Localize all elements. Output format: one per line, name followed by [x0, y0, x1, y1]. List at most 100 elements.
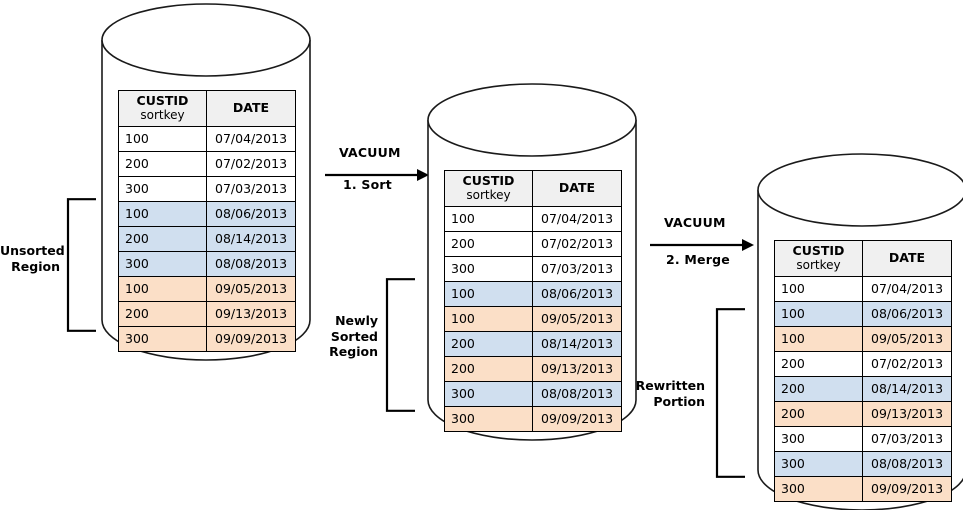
custid-label: CUSTID — [792, 243, 845, 259]
cell-custid: 100 — [444, 206, 533, 232]
cell-custid: 200 — [118, 151, 207, 177]
cell-date: 08/08/2013 — [532, 381, 622, 407]
custid-sortkey-label: sortkey — [140, 107, 185, 122]
bracket-shape-newly-sorted — [385, 278, 415, 412]
cell-date: 09/13/2013 — [862, 401, 952, 427]
bracket-shape-unsorted — [66, 198, 96, 332]
cell-date: 08/14/2013 — [532, 331, 622, 357]
cell-custid: 100 — [118, 276, 207, 302]
arrow-shape-merge — [650, 239, 754, 251]
cell-custid: 200 — [444, 331, 533, 357]
cell-custid: 300 — [444, 381, 533, 407]
table-header-row: CUSTID sortkey DATE — [118, 90, 296, 127]
cell-date: 07/03/2013 — [532, 256, 622, 282]
cell-custid: 200 — [774, 376, 863, 402]
custid-label: CUSTID — [136, 93, 189, 109]
cell-custid: 200 — [774, 401, 863, 427]
arrow-label-vacuum-sort-title: VACUUM — [339, 145, 401, 160]
cell-custid: 200 — [774, 351, 863, 377]
custid-sortkey-label: sortkey — [796, 257, 841, 272]
cell-date: 08/06/2013 — [862, 301, 952, 327]
label-unsorted-region: Unsorted Region — [0, 243, 65, 274]
cell-custid: 100 — [444, 281, 533, 307]
arrow-shape-sort — [325, 169, 429, 181]
cell-custid: 300 — [444, 256, 533, 282]
cell-date: 08/08/2013 — [206, 251, 296, 277]
cell-custid: 300 — [774, 451, 863, 477]
bracket-shape-rewritten — [715, 308, 745, 478]
cell-date: 07/02/2013 — [206, 151, 296, 177]
cell-date: 07/02/2013 — [862, 351, 952, 377]
cell-date: 09/05/2013 — [532, 306, 622, 332]
cell-custid: 100 — [118, 201, 207, 227]
bracket-unsorted-region — [66, 198, 96, 332]
cell-custid: 200 — [444, 231, 533, 257]
cell-custid: 200 — [118, 226, 207, 252]
cell-custid: 300 — [118, 326, 207, 352]
table-header-row: CUSTID sortkey DATE — [774, 240, 952, 277]
cell-custid: 300 — [774, 476, 863, 502]
cell-date: 09/05/2013 — [862, 326, 952, 352]
column-header-date: DATE — [532, 170, 622, 207]
cell-date: 07/03/2013 — [206, 176, 296, 202]
cell-custid: 100 — [444, 306, 533, 332]
cell-date: 09/09/2013 — [532, 406, 622, 432]
cell-custid: 200 — [118, 301, 207, 327]
cell-date: 09/05/2013 — [206, 276, 296, 302]
cell-custid: 100 — [774, 326, 863, 352]
cell-custid: 300 — [444, 406, 533, 432]
arrow-vacuum-sort — [325, 167, 429, 181]
cell-date: 08/08/2013 — [862, 451, 952, 477]
arrow-label-vacuum-merge-step: 2. Merge — [666, 252, 730, 267]
cell-date: 08/06/2013 — [206, 201, 296, 227]
cell-date: 09/09/2013 — [206, 326, 296, 352]
cell-date: 07/04/2013 — [206, 126, 296, 152]
arrow-label-vacuum-merge-title: VACUUM — [664, 215, 726, 230]
cell-custid: 300 — [118, 176, 207, 202]
label-newly-sorted-line1: Newly — [335, 313, 378, 328]
cell-date: 07/02/2013 — [532, 231, 622, 257]
bracket-newly-sorted-region — [385, 278, 415, 412]
label-rewritten-line2: Portion — [653, 393, 705, 409]
cell-custid: 200 — [444, 356, 533, 382]
custid-label: CUSTID — [462, 173, 515, 189]
cell-date: 09/13/2013 — [206, 301, 296, 327]
cell-date: 09/13/2013 — [532, 356, 622, 382]
label-newly-sorted-region: Newly Sorted Region — [318, 313, 378, 360]
cell-custid: 100 — [774, 276, 863, 302]
label-newly-sorted-line2: Sorted — [330, 328, 378, 344]
cell-date: 07/04/2013 — [862, 276, 952, 302]
cell-custid: 100 — [774, 301, 863, 327]
label-newly-sorted-line3: Region — [329, 344, 378, 360]
column-header-date: DATE — [862, 240, 952, 277]
bracket-rewritten-portion — [715, 308, 745, 478]
